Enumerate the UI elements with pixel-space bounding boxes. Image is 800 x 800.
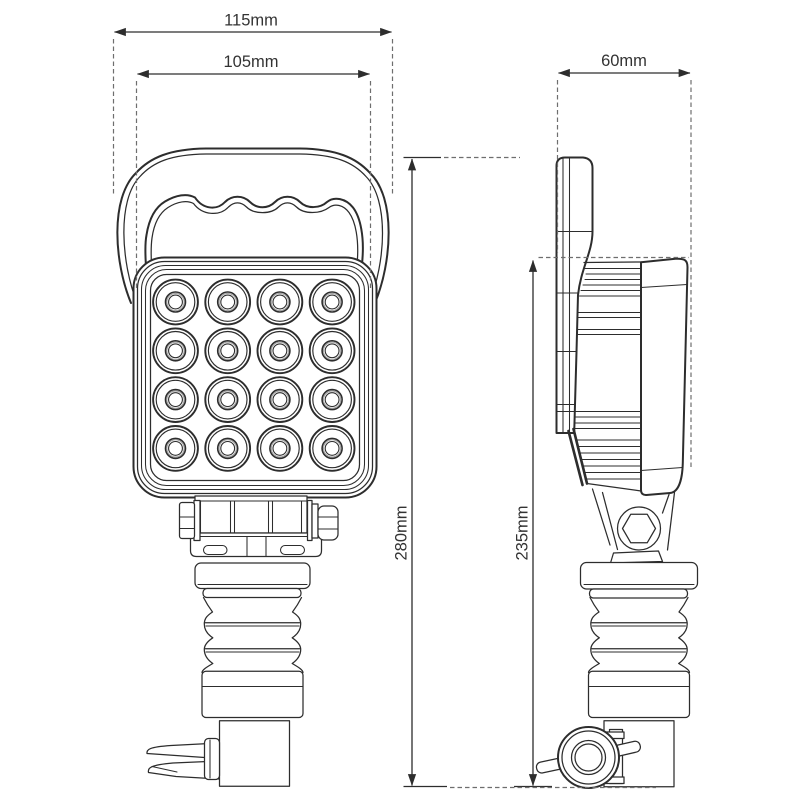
led-reflector: [204, 376, 252, 423]
front-view-drawing: [116, 147, 390, 787]
dim-total-height: 280mm: [393, 156, 520, 788]
led-reflector: [204, 327, 252, 375]
bracket-slot-left: [202, 544, 228, 556]
led-reflector: [308, 425, 356, 472]
led-grid: [152, 278, 356, 472]
led-reflector: [152, 327, 199, 375]
mount-collar-side: [579, 561, 699, 599]
led-reflector: [308, 376, 356, 423]
led-reflector: [152, 425, 199, 472]
led-reflector: [256, 376, 304, 423]
led-reflector: [152, 278, 199, 326]
bracket-bolt-right: [306, 499, 339, 542]
dim-body-height: 235mm: [450, 256, 689, 789]
pivot-joint: [591, 488, 676, 564]
dim-label-total-height: 280mm: [393, 505, 411, 560]
heatsink-fins: [567, 261, 642, 492]
led-reflector: [308, 327, 356, 375]
dim-label-front-outer-width: 115mm: [224, 12, 278, 30]
dim-front-outer-width: 115mm: [112, 12, 394, 196]
hex-bolt: [621, 513, 657, 544]
pole-socket-side: [535, 720, 675, 789]
rubber-bellows-side: [587, 596, 691, 719]
dimension-annotations: 115mm 105mm 60mm 280mm 235mm: [112, 12, 692, 789]
led-reflector: [256, 425, 304, 472]
carry-handle: [116, 147, 390, 304]
rubber-bellows: [201, 596, 304, 719]
dim-label-side-depth: 60mm: [601, 52, 647, 70]
mounting-bracket: [178, 495, 339, 558]
handle-profile: [555, 156, 594, 434]
led-reflector: [204, 278, 252, 326]
dim-side-depth: 60mm: [556, 52, 692, 470]
mount-collar: [194, 562, 311, 599]
pole-socket: [146, 720, 291, 787]
lens-bezel: [640, 257, 689, 497]
led-reflector: [308, 278, 356, 326]
dim-label-body-height: 235mm: [514, 505, 532, 560]
led-reflector: [204, 425, 252, 472]
led-reflector: [256, 278, 304, 326]
bracket-bolt-left: [178, 499, 201, 542]
led-reflector: [256, 327, 304, 375]
dim-front-body-width: 105mm: [135, 53, 372, 290]
bracket-slot-right: [279, 544, 306, 556]
side-view-drawing: [535, 156, 699, 789]
wing-nut: [535, 726, 642, 789]
wing-screw: [146, 737, 221, 781]
led-reflector: [152, 376, 199, 423]
lamp-body: [132, 256, 378, 499]
dim-label-front-body-width: 105mm: [223, 53, 278, 71]
